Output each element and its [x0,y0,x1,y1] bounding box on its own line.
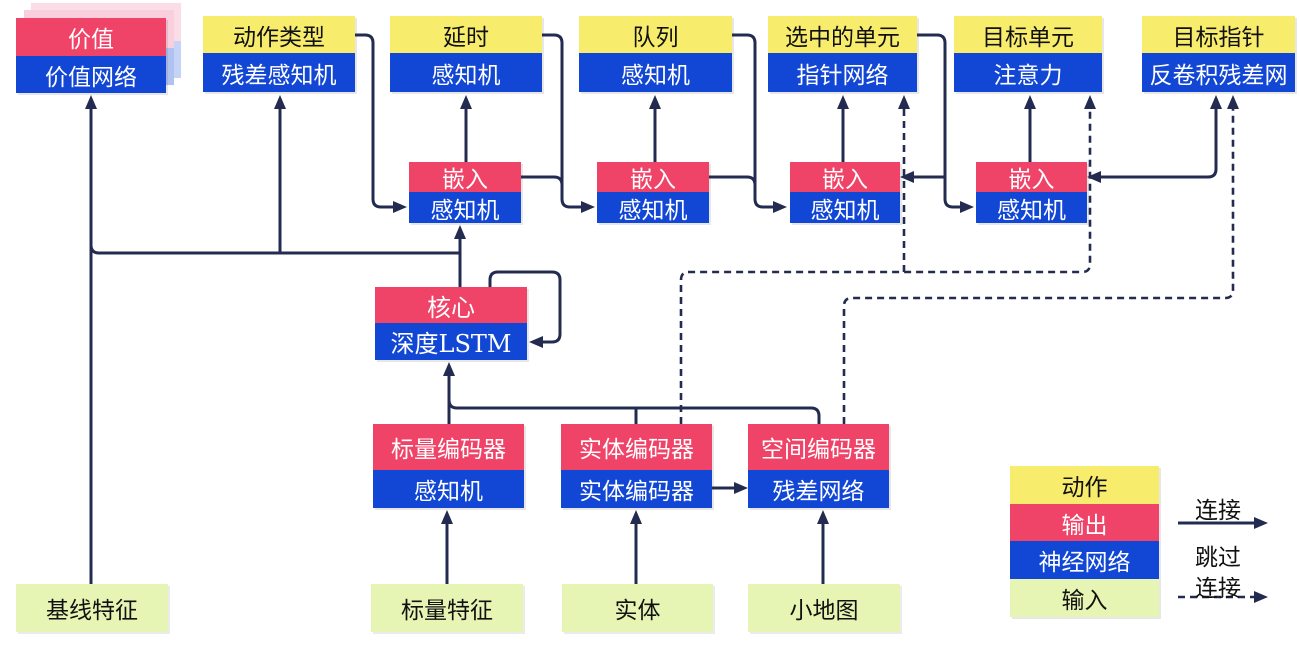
input-minimap: 小地图 [748,584,900,632]
node-target-unit: 目标单元 注意力 [954,16,1102,92]
legend-connection-label: 连接 [1195,498,1241,524]
target-pointer-action-label: 目标指针 [1142,16,1295,53]
skip-entity-encoder-to-target-unit [679,95,1096,424]
node-selected-units: 选中的单元 指针网络 [768,16,917,92]
legend-skip-connection-arrow [1178,591,1268,603]
embed3-network-label: 感知机 [790,192,900,224]
selected-units-action-label: 选中的单元 [768,16,917,53]
node-value: 价值 价值网络 [16,18,166,93]
edge-baseline-to-value-network [85,95,460,584]
edge-embed1-to-delay [460,95,472,162]
node-delay: 延时 感知机 [390,16,542,92]
core-output-label: 核心 [375,287,527,323]
core-network-label: 深度LSTM [375,323,527,360]
skip-entity-encoder-to-selected-units [898,95,910,272]
embed2-output-label: 嵌入 [597,162,709,193]
entity-encoder-output-label: 实体编码器 [561,424,712,470]
scalar-encoder-output-label: 标量编码器 [373,424,524,470]
node-entity-encoder: 实体编码器 实体编码器 [561,424,712,508]
input-baseline-features: 基线特征 [16,584,168,632]
edge-core-to-embed1 [454,225,466,287]
target-pointer-network-label: 反卷积残差网 [1142,53,1295,92]
legend-input-label: 输入 [1010,579,1159,617]
value-output-label: 价值 [16,18,166,56]
spatial-encoder-output-label: 空间编码器 [748,424,889,470]
legend-skip-label-line1: 跳过 [1195,545,1241,571]
edge-minimap-to-spatial-encoder [817,510,829,584]
edge-scalar-features-to-scalar-encoder [441,510,453,584]
edge-delay-to-embed2 [521,33,595,213]
queue-action-label: 队列 [579,16,732,53]
node-embed3: 嵌入 感知机 [790,162,900,224]
legend-skip-label-line2: 连接 [1195,576,1241,602]
legend-action-label: 动作 [1010,466,1159,504]
input-scalar-features: 标量特征 [371,584,523,632]
edge-encoders-to-core [443,362,821,424]
scalar-encoder-network-label: 感知机 [373,470,524,508]
target-unit-network-label: 注意力 [954,53,1102,92]
edge-core-self-loop [488,270,562,348]
edge-entity-encoder-to-residual-network [712,482,748,494]
node-scalar-encoder: 标量编码器 感知机 [373,424,524,508]
edge-embed4-to-deconv-resnet [1087,95,1222,183]
node-queue: 队列 感知机 [579,16,732,92]
node-embed4: 嵌入 感知机 [976,162,1087,224]
legend-connection-arrow [1178,517,1268,529]
node-embed2: 嵌入 感知机 [597,162,709,224]
input-entities: 实体 [562,584,713,632]
embed4-network-label: 感知机 [976,192,1087,224]
embed2-network-label: 感知机 [597,192,709,224]
node-core: 核心 深度LSTM [375,287,527,360]
edge-core-to-action-type [274,95,286,253]
node-action-type: 动作类型 残差感知机 [203,16,355,92]
edge-embed2-to-queue [649,95,661,162]
edge-selected-units-to-embed4 [900,33,974,213]
entity-encoder-network-label: 实体编码器 [561,470,712,508]
delay-action-label: 延时 [390,16,542,53]
edge-embed3-to-selected-units [837,95,849,162]
embed1-network-label: 感知机 [409,192,521,224]
action-type-network-label: 残差感知机 [203,53,355,92]
legend-output-label: 输出 [1010,504,1159,541]
action-type-action-label: 动作类型 [203,16,355,53]
node-spatial-encoder: 空间编码器 残差网络 [748,424,889,508]
edge-embed4-to-target-unit [1024,95,1036,162]
target-unit-action-label: 目标单元 [954,16,1102,53]
node-target-pointer: 目标指针 反卷积残差网 [1142,16,1295,92]
embed4-output-label: 嵌入 [976,162,1087,193]
embed1-output-label: 嵌入 [409,162,521,193]
embed3-output-label: 嵌入 [790,162,900,193]
legend-swatches: 动作 输出 神经网络 输入 [1010,466,1159,617]
value-network-label: 价值网络 [16,56,166,93]
skip-spatial-encoder-to-target-pointer [842,95,1239,424]
edge-queue-to-embed3 [709,33,787,213]
node-embed1: 嵌入 感知机 [409,162,521,224]
selected-units-network-label: 指针网络 [768,53,917,92]
legend-neural-network-label: 神经网络 [1010,541,1159,579]
spatial-encoder-network-label: 残差网络 [748,470,889,508]
delay-network-label: 感知机 [390,53,542,92]
edge-action-type-to-embed1 [355,33,407,213]
queue-network-label: 感知机 [579,53,732,92]
edge-entities-to-entity-encoder [630,510,642,584]
